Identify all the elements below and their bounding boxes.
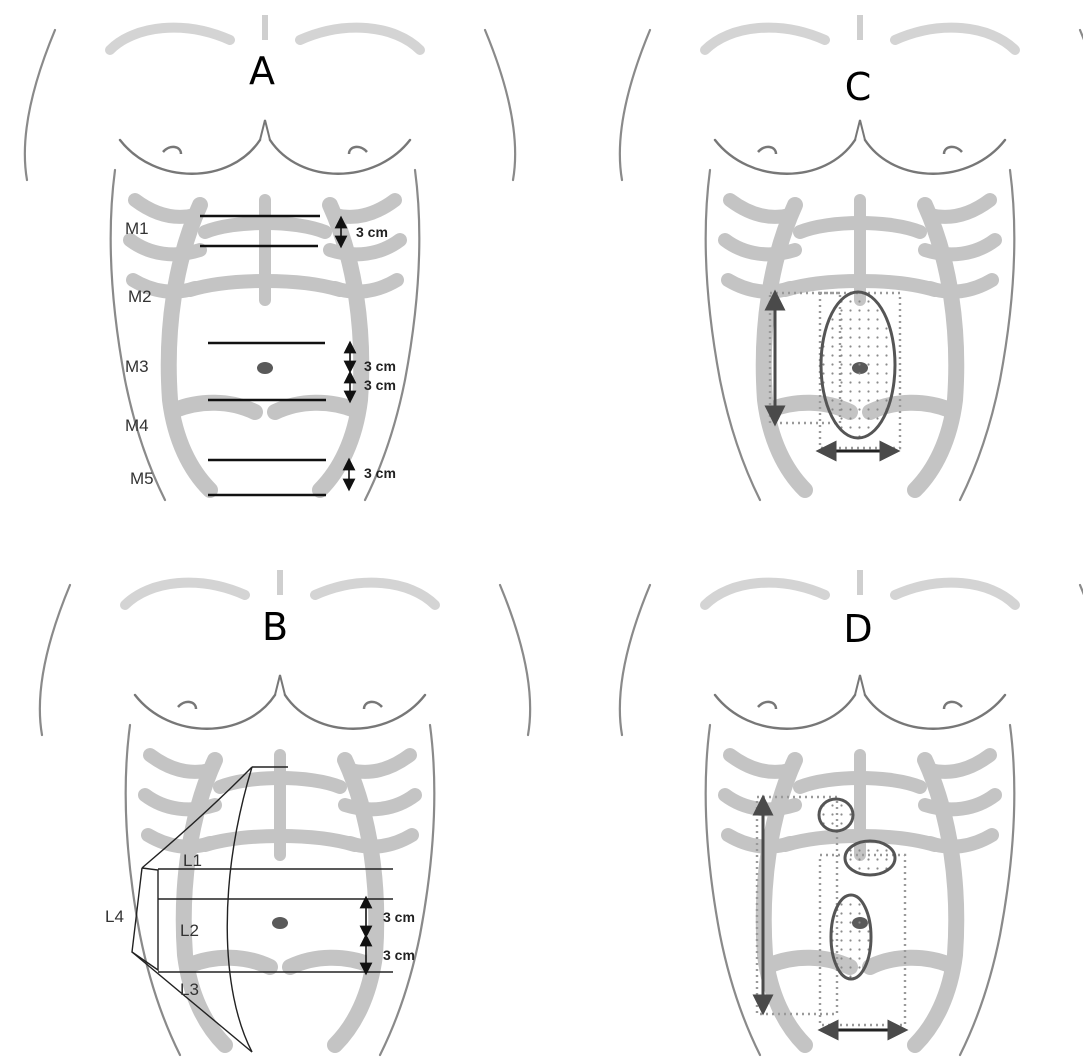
panel-a: A M1 M2 M3 M4 M5 3 cm 3 cm 3 cm 3 cm (25, 15, 515, 500)
dim-label-b2: 3 cm (383, 947, 415, 963)
dim-label-a4: 3 cm (364, 465, 396, 481)
zone-label-l3: L3 (180, 980, 199, 999)
zone-label-m2: M2 (128, 287, 152, 306)
zone-label-l2: L2 (180, 921, 199, 940)
zone-label-m3: M3 (125, 357, 149, 376)
panel-letter-a: A (249, 49, 275, 93)
dim-label-b1: 3 cm (383, 909, 415, 925)
zone-label-l1: L1 (183, 851, 202, 870)
panel-b: B L1 L2 L3 L4 3 cm 3 cm (40, 570, 530, 1055)
panel-c: C (620, 15, 1083, 500)
lesion-ellipse-d1 (819, 799, 853, 831)
panel-letter-c: C (845, 65, 872, 109)
dim-label-a3: 3 cm (364, 377, 396, 393)
panel-letter-b: B (262, 605, 288, 649)
zone-label-m5: M5 (130, 469, 154, 488)
lesion-ellipse-d2 (845, 841, 895, 875)
dim-label-a1: 3 cm (356, 224, 388, 240)
lesion-ellipse-d3 (831, 895, 871, 979)
panel-d: D (620, 570, 1083, 1055)
zone-label-m1: M1 (125, 219, 149, 238)
zone-label-l4: L4 (105, 907, 124, 926)
dim-label-a2: 3 cm (364, 358, 396, 374)
panel-letter-d: D (843, 607, 872, 651)
lesion-ellipse-c (821, 292, 895, 438)
zone-label-m4: M4 (125, 416, 149, 435)
